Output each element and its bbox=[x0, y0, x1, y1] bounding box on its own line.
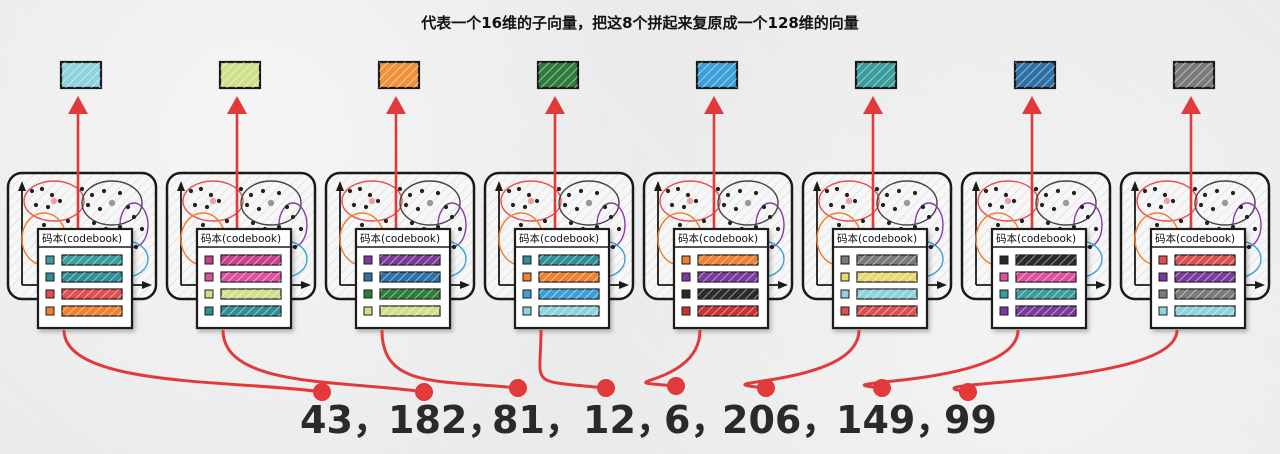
connector-dot bbox=[597, 379, 615, 397]
codebook-row-marker bbox=[840, 255, 850, 265]
codebook-row-marker bbox=[681, 272, 691, 282]
codebook-row-marker bbox=[45, 306, 55, 316]
codebook-label: 码本(codebook) bbox=[678, 232, 758, 245]
codebook-row-marker bbox=[363, 255, 373, 265]
codebook-row-marker bbox=[999, 306, 1009, 316]
codebook-row-marker bbox=[840, 272, 850, 282]
codebook-group-1: 码本(codebook) bbox=[6, 60, 158, 330]
codebook-group-2: 码本(codebook) bbox=[165, 60, 317, 330]
connector-dot bbox=[415, 383, 433, 401]
codebook-group-4: 码本(codebook) bbox=[483, 60, 635, 330]
codebook-row-marker bbox=[204, 255, 214, 265]
codebook-row-marker bbox=[204, 306, 214, 316]
codebook-card: 码本(codebook) bbox=[1149, 227, 1247, 330]
codebook-row-marker bbox=[204, 272, 214, 282]
up-arrow-head bbox=[227, 96, 247, 114]
code-index-2: 182， bbox=[388, 398, 505, 442]
codebook-row-marker bbox=[45, 255, 55, 265]
codebook-row-marker bbox=[363, 289, 373, 299]
connector-dot bbox=[873, 379, 891, 397]
codebook-label: 码本(codebook) bbox=[837, 232, 917, 245]
codebook-row-marker bbox=[840, 289, 850, 299]
codebook-group-7: 码本(codebook) bbox=[960, 60, 1112, 330]
codebook-card: 码本(codebook) bbox=[990, 227, 1088, 330]
codebook-group-5: 码本(codebook) bbox=[642, 60, 794, 330]
connector-wire bbox=[644, 329, 702, 388]
connector-wire bbox=[952, 329, 1179, 394]
codebook-row-marker bbox=[45, 289, 55, 299]
codebook-row-marker bbox=[999, 289, 1009, 299]
code-index-8: 99 bbox=[944, 398, 997, 442]
up-arrow-head bbox=[68, 96, 88, 114]
codebook-row-marker bbox=[1158, 272, 1168, 282]
code-index-5: 6， bbox=[664, 398, 728, 442]
connector-dot bbox=[313, 383, 331, 401]
codebook-row-marker bbox=[1158, 306, 1168, 316]
codebook-row-marker bbox=[999, 255, 1009, 265]
codebook-label: 码本(codebook) bbox=[42, 232, 122, 245]
code-index-1: 43， bbox=[300, 398, 391, 442]
codebook-row-marker bbox=[999, 272, 1009, 282]
codebook-group-3: 码本(codebook) bbox=[324, 60, 476, 330]
codebook-card: 码本(codebook) bbox=[195, 227, 293, 330]
codebook-card: 码本(codebook) bbox=[354, 227, 452, 330]
connector-wire bbox=[743, 329, 861, 390]
up-arrow-head bbox=[545, 96, 565, 114]
connector-wire bbox=[62, 329, 323, 394]
connector-dot bbox=[509, 379, 527, 397]
code-index-7: 149， bbox=[836, 398, 953, 442]
codebook-label: 码本(codebook) bbox=[201, 232, 281, 245]
codebook-row-marker bbox=[522, 289, 532, 299]
codebook-row-marker bbox=[204, 289, 214, 299]
codebook-row-marker bbox=[45, 272, 55, 282]
up-arrow-head bbox=[863, 96, 883, 114]
codebook-card: 码本(codebook) bbox=[672, 227, 770, 330]
up-arrow-head bbox=[1022, 96, 1042, 114]
connector-wire bbox=[538, 329, 607, 390]
codebook-row-marker bbox=[363, 272, 373, 282]
up-arrow-head bbox=[386, 96, 406, 114]
connector-dot bbox=[959, 383, 977, 401]
codebook-group-8: 码本(codebook) bbox=[1119, 60, 1271, 330]
codebook-row-marker bbox=[522, 306, 532, 316]
codebook-row-marker bbox=[522, 272, 532, 282]
codebook-row-marker bbox=[522, 255, 532, 265]
codebook-card: 码本(codebook) bbox=[831, 227, 929, 330]
connector-dot bbox=[757, 379, 775, 397]
connector-wire bbox=[380, 329, 519, 390]
codebook-card: 码本(codebook) bbox=[513, 227, 611, 330]
codebook-row-marker bbox=[1158, 289, 1168, 299]
codebook-card: 码本(codebook) bbox=[36, 227, 134, 330]
codebook-row-marker bbox=[681, 306, 691, 316]
codebook-row-marker bbox=[1158, 255, 1168, 265]
connector-dot bbox=[667, 377, 685, 395]
codebook-row-marker bbox=[363, 306, 373, 316]
code-index-4: 12， bbox=[583, 398, 674, 442]
codebook-label: 码本(codebook) bbox=[1155, 232, 1235, 245]
codebook-label: 码本(codebook) bbox=[519, 232, 599, 245]
codebook-group-6: 码本(codebook) bbox=[801, 60, 953, 330]
connector-wire bbox=[221, 329, 425, 394]
code-index-6: 206， bbox=[722, 398, 839, 442]
up-arrow-head bbox=[1181, 96, 1201, 114]
codebook-label: 码本(codebook) bbox=[996, 232, 1076, 245]
codebook-row-marker bbox=[681, 289, 691, 299]
code-index-3: 81， bbox=[492, 398, 583, 442]
codebook-row-marker bbox=[840, 306, 850, 316]
codebook-row-marker bbox=[681, 255, 691, 265]
up-arrow-head bbox=[704, 96, 724, 114]
diagram-title: 代表一个16维的子向量，把这8个拼起来复原成一个128维的向量 bbox=[421, 14, 859, 32]
connector-wire bbox=[862, 329, 1020, 390]
codebook-label: 码本(codebook) bbox=[360, 232, 440, 245]
